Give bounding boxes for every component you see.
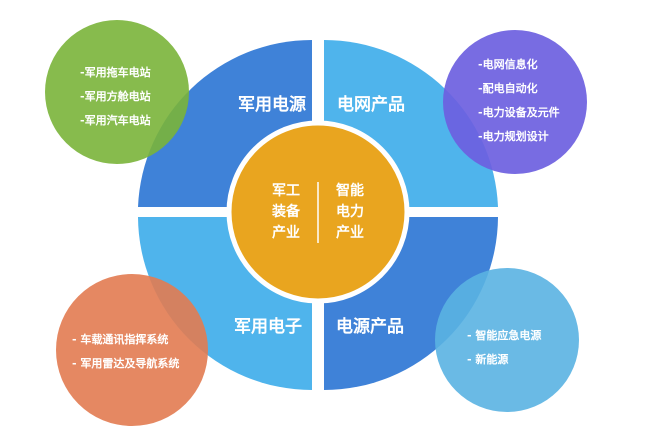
quadrant-label-grid-products: 电网产品 [337,94,405,115]
quadrant-label-military-electronics: 军用电子 [234,316,302,337]
bubble-top-left-item-1: -军用拖车电站 [80,65,151,79]
bubble-bottom-left-item-1: - 车载通讯指挥系统 [72,332,168,346]
core-right-line-2: 电力 [336,203,364,220]
bubble-top-right-item-3: -电力设备及元件 [478,105,560,119]
bubble-bottom-left-item-2: - 军用雷达及导航系统 [72,356,179,370]
bubble-top-left [45,20,189,164]
bubble-bottom-right-item-1: - 智能应急电源 [467,328,541,342]
bubble-top-left-item-2: -军用方舱电站 [80,89,151,103]
quadrant-label-power-products: 电源产品 [336,316,404,337]
bubble-top-right [443,30,587,174]
core-left-line-3: 产业 [272,224,300,241]
bubble-top-right-item-2: -配电自动化 [478,81,538,95]
core-right-line-1: 智能 [335,182,364,199]
core-left-line-2: 装备 [271,203,301,220]
core-left-line-1: 军工 [272,183,300,199]
bubble-top-right-item-4: -电力规划设计 [478,129,549,143]
bubble-top-left-item-3: -军用汽车电站 [80,113,151,127]
bubble-bottom-right [435,268,579,412]
core-right-line-3: 产业 [336,224,364,241]
bubble-bottom-right-item-2: - 新能源 [467,352,508,366]
quadrant-label-military-power: 军用电源 [238,94,306,115]
bubble-top-right-item-1: -电网信息化 [478,57,538,71]
bubble-bottom-left [56,274,208,426]
